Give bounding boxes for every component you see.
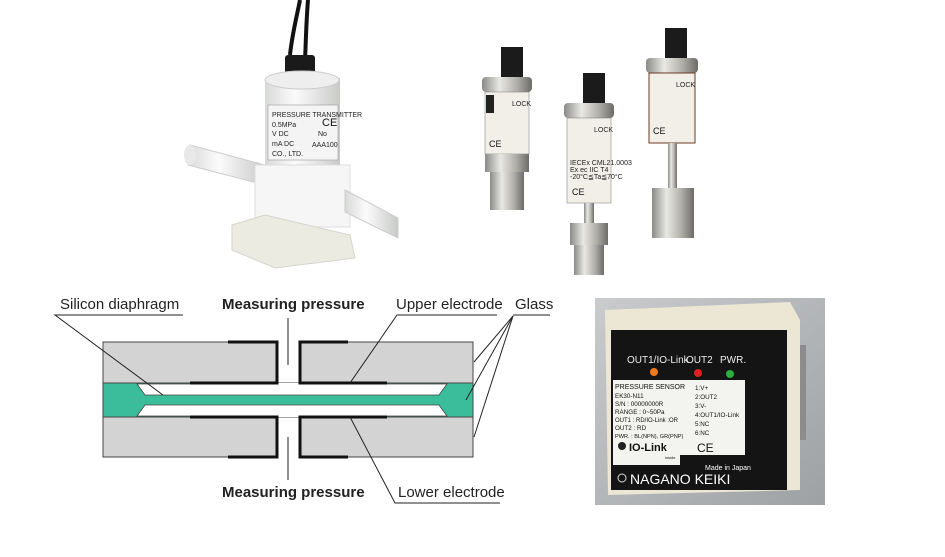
ce-mark: CE xyxy=(489,139,502,149)
lock-label: LOCK xyxy=(512,101,531,108)
lower-electrode-right xyxy=(298,415,387,459)
brand-name: NAGANO KEIKI xyxy=(630,471,730,487)
led-pwr xyxy=(726,370,734,378)
transmitter-label-line: V DC xyxy=(272,131,289,138)
led-out1 xyxy=(650,368,658,376)
indicator-label-pwr: PWR. xyxy=(720,355,746,366)
upper-electrode-right xyxy=(298,340,387,385)
label-line: OUT2 : RD xyxy=(615,425,647,432)
label-line: RANGE : 0~50Pa xyxy=(615,409,665,416)
brand-logo-icon xyxy=(617,473,627,483)
serial-label: No xyxy=(318,131,327,138)
label-upper-electrode: Upper electrode xyxy=(396,296,503,313)
ce-mark: CE xyxy=(322,117,337,129)
gauge-left xyxy=(482,47,532,210)
label-line: EK30-N11 xyxy=(615,393,644,400)
ce-mark: CE xyxy=(653,126,666,136)
pin-line: 4:OUT1/IO-Link xyxy=(695,412,740,419)
upper-cavity xyxy=(136,383,448,396)
gauge-middle xyxy=(564,73,614,275)
indicator-label-out2: OUT2 xyxy=(686,355,713,366)
transmitter-label-line: mA DC xyxy=(272,141,294,148)
io-link-logo-icon xyxy=(618,442,626,450)
lower-glass xyxy=(102,416,278,458)
lower-cavity xyxy=(136,404,448,417)
label-measuring-pressure-top: Measuring pressure xyxy=(222,296,365,313)
sensor-cross-section-diagram: Silicon diaphragm Measuring pressure Upp… xyxy=(53,296,553,504)
pin-line: 3:V- xyxy=(695,403,706,410)
lower-glass xyxy=(299,416,474,458)
transmitter-label-line: CO., LTD. xyxy=(272,151,303,158)
gauge-text: IECEx CML21.0003 xyxy=(570,160,632,167)
ce-mark: CE xyxy=(572,187,585,197)
gauge-text: -20°C≦Ta≦70°C xyxy=(570,173,623,181)
io-link-inside: inside xyxy=(665,455,676,460)
gauges-photo: LOCK LOCK LOCK IECEx CML21.0003 Ex ec II… xyxy=(482,28,698,275)
transmitter-label-line: PRESSURE TRANSMITTER xyxy=(272,112,362,119)
lock-label: LOCK xyxy=(676,82,695,89)
pin-line: 2:OUT2 xyxy=(695,394,718,401)
transmitter-label-line: 0.5MPa xyxy=(272,122,296,129)
label-line: PRESSURE SENSOR xyxy=(615,384,685,391)
label-line: S/N : 00000000R xyxy=(615,401,664,408)
pin-line: 1:V+ xyxy=(695,385,708,392)
label-line: PWR. : BL(NPN), GR(PNP) xyxy=(615,434,684,440)
led-out2 xyxy=(694,369,702,377)
leader-lines xyxy=(53,314,550,504)
indicator-leds: OUT1/IO-Link OUT2 PWR. xyxy=(627,355,746,378)
pin-line: 6:NC xyxy=(695,430,710,437)
ce-mark: CE xyxy=(697,441,714,455)
transmitter-photo: PRESSURE TRANSMITTER 0.5MPa V DC mA DC C… xyxy=(184,0,399,269)
sensor-box-photo: OUT1/IO-Link OUT2 PWR. PRESSURE SENSOR E… xyxy=(595,298,825,505)
upper-glass xyxy=(299,341,474,384)
gauge-text: Ex ec IIC T4 xyxy=(570,167,608,174)
sensor-label-right: 1:V+ 2:OUT2 3:V- 4:OUT1/IO-Link 5:NC 6:N… xyxy=(695,385,740,437)
io-link-logo: IO-Link xyxy=(629,442,668,454)
gauge-right xyxy=(646,28,698,238)
label-silicon-diaphragm: Silicon diaphragm xyxy=(60,296,179,313)
lock-label: LOCK xyxy=(594,127,613,134)
label-glass: Glass xyxy=(515,296,553,313)
upper-electrode-left xyxy=(190,340,279,385)
lower-electrode-left xyxy=(190,415,279,459)
serial-number: AAA100 xyxy=(312,142,338,149)
sensor-label-left: PRESSURE SENSOR EK30-N11 S/N : 00000000R… xyxy=(615,384,685,440)
label-line: OUT1 : RD/IO-Link :OR xyxy=(615,418,679,424)
label-lower-electrode: Lower electrode xyxy=(398,484,505,501)
label-measuring-pressure-bottom: Measuring pressure xyxy=(222,484,365,501)
pin-line: 5:NC xyxy=(695,421,710,428)
upper-glass xyxy=(102,341,278,384)
indicator-label-out1: OUT1/IO-Link xyxy=(627,355,690,366)
made-in-japan: Made in Japan xyxy=(705,465,751,472)
